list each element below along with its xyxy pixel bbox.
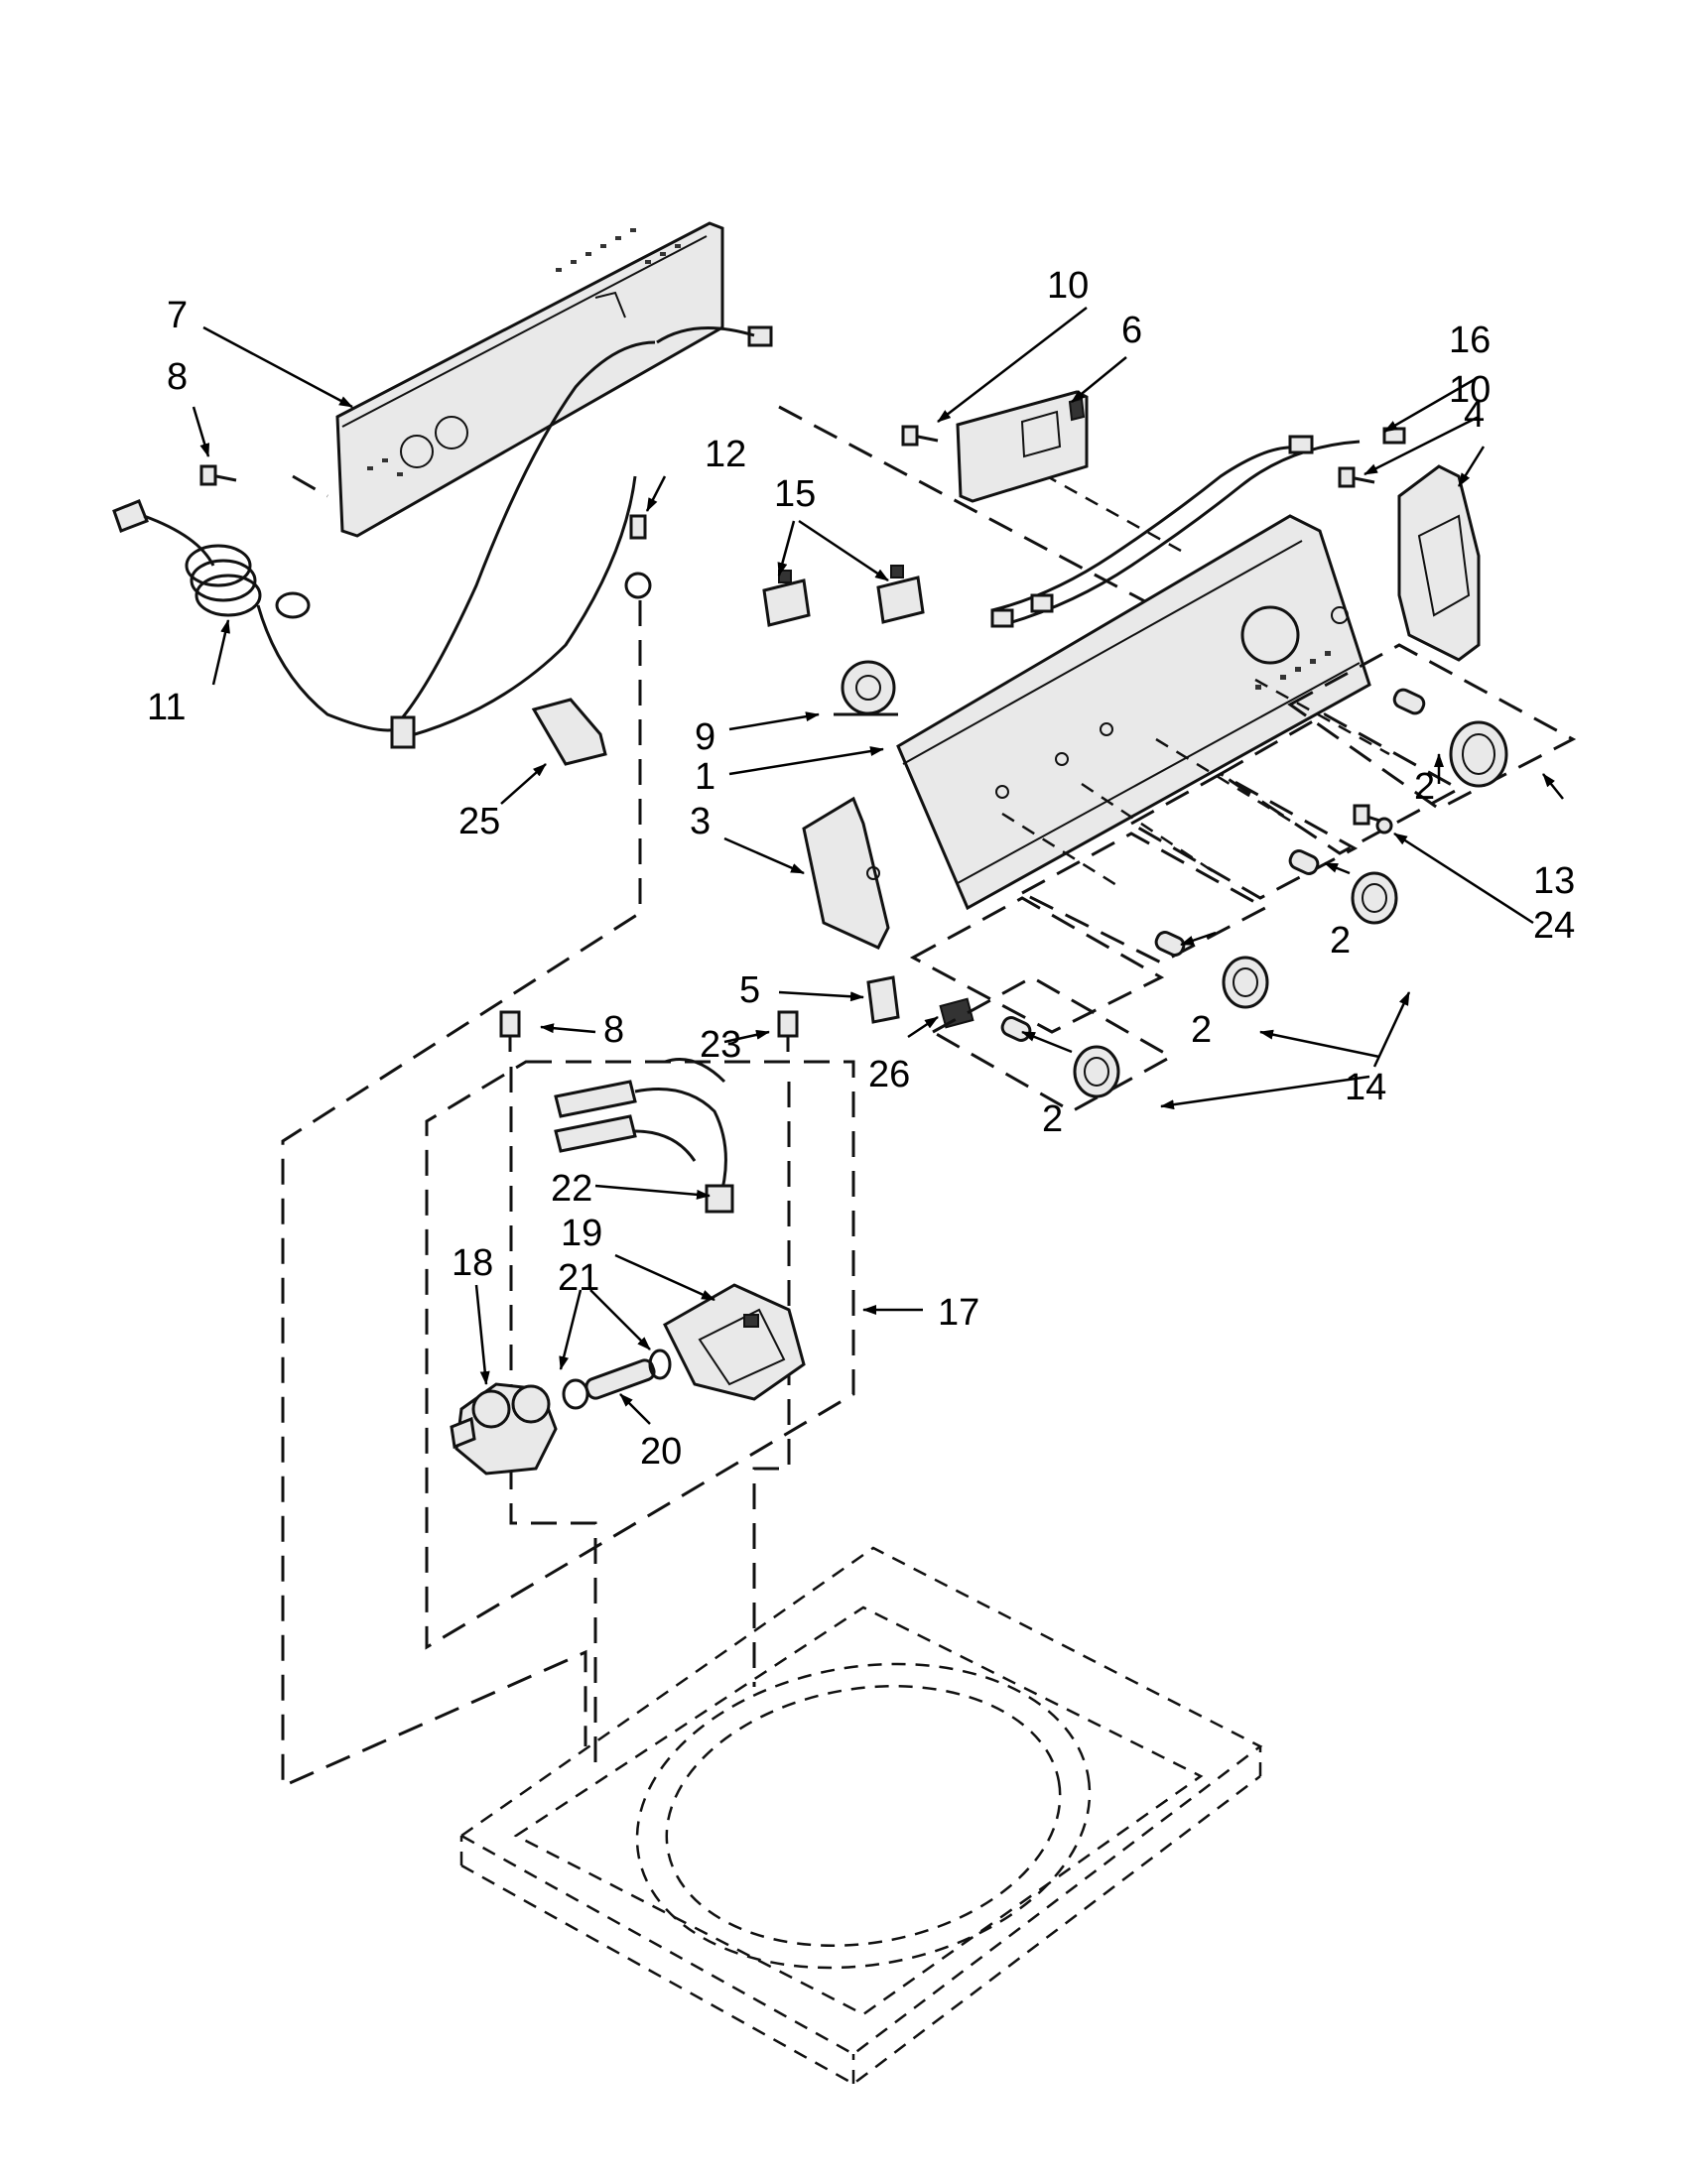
callout-25: 25 xyxy=(458,801,500,842)
callout-20: 20 xyxy=(640,1431,682,1473)
callout-19: 19 xyxy=(561,1213,602,1254)
washer-top-frame-icon xyxy=(458,1546,1263,2086)
callout-6: 6 xyxy=(1121,310,1142,351)
callout-23: 23 xyxy=(700,1024,741,1066)
callout-16: 16 xyxy=(1449,320,1491,361)
callout-7: 7 xyxy=(167,295,188,336)
knob-icon xyxy=(1449,720,1508,788)
callout-12: 12 xyxy=(705,434,746,475)
callout-22: 22 xyxy=(551,1168,592,1210)
spacer-icon xyxy=(1392,688,1426,715)
callout-15: 15 xyxy=(774,473,816,515)
console-cover-icon xyxy=(802,796,890,950)
callout-8: 8 xyxy=(603,1009,624,1051)
callout-2: 2 xyxy=(1414,766,1435,808)
switch-icon xyxy=(876,565,925,624)
callout-24: 24 xyxy=(1533,905,1575,947)
clip-icon xyxy=(866,975,900,1024)
callout-17: 17 xyxy=(938,1292,979,1334)
spacer-icon xyxy=(1288,849,1320,875)
knob-icon xyxy=(1351,871,1398,925)
callout-18: 18 xyxy=(452,1242,493,1284)
switch-icon xyxy=(762,570,811,627)
hose-icon xyxy=(562,1349,672,1410)
pad-icon xyxy=(939,997,974,1029)
callout-5: 5 xyxy=(739,969,760,1011)
selector-switch-icon xyxy=(834,660,898,716)
rear-panel-icon xyxy=(335,221,724,538)
callout-11: 11 xyxy=(147,687,186,728)
leader-arrows xyxy=(192,307,1564,1425)
callout-3: 3 xyxy=(690,801,711,842)
callout-10: 10 xyxy=(1449,369,1491,411)
screw-icon xyxy=(777,1010,799,1052)
knob-icon xyxy=(1222,956,1269,1009)
ground-screw-icon xyxy=(624,514,652,599)
callout-1: 1 xyxy=(695,756,715,798)
harness-icon xyxy=(554,1058,734,1214)
callout-2: 2 xyxy=(1042,1098,1063,1140)
callout-13: 13 xyxy=(1533,860,1575,902)
callout-2: 2 xyxy=(1191,1009,1212,1051)
spacer-icon xyxy=(1000,1016,1032,1042)
knob-group-boxes xyxy=(909,643,1577,1113)
control-board-icon xyxy=(956,390,1089,503)
callout-26: 26 xyxy=(868,1054,910,1095)
callout-2: 2 xyxy=(1330,920,1351,962)
screw-icon xyxy=(901,425,939,447)
spacer-icon xyxy=(1154,931,1186,957)
screw-icon xyxy=(1353,804,1393,835)
knob-icon xyxy=(1073,1045,1120,1098)
dispenser-icon xyxy=(663,1283,806,1401)
callout-9: 9 xyxy=(695,716,715,758)
callout-14: 14 xyxy=(1345,1067,1386,1108)
screw-icon xyxy=(499,1010,521,1052)
wire-harness-icon xyxy=(990,427,1406,628)
power-cord-icon xyxy=(112,325,773,749)
callout-21: 21 xyxy=(558,1257,599,1299)
callout-8: 8 xyxy=(167,356,188,398)
callout-4: 4 xyxy=(1464,394,1485,436)
water-inlet-valve-icon xyxy=(450,1382,558,1476)
clip-icon xyxy=(531,698,607,766)
assembly-lines xyxy=(281,405,1182,1789)
control-console-icon xyxy=(896,514,1371,911)
callout-10: 10 xyxy=(1047,265,1089,307)
end-cap-icon xyxy=(1397,464,1481,662)
callout-labels: 1 2 2 2 2 2 3 4 5 6 7 8 8 9 10 10 11 12 … xyxy=(147,265,1575,1473)
screw-icon xyxy=(1338,466,1375,488)
screw-icon xyxy=(199,464,237,486)
